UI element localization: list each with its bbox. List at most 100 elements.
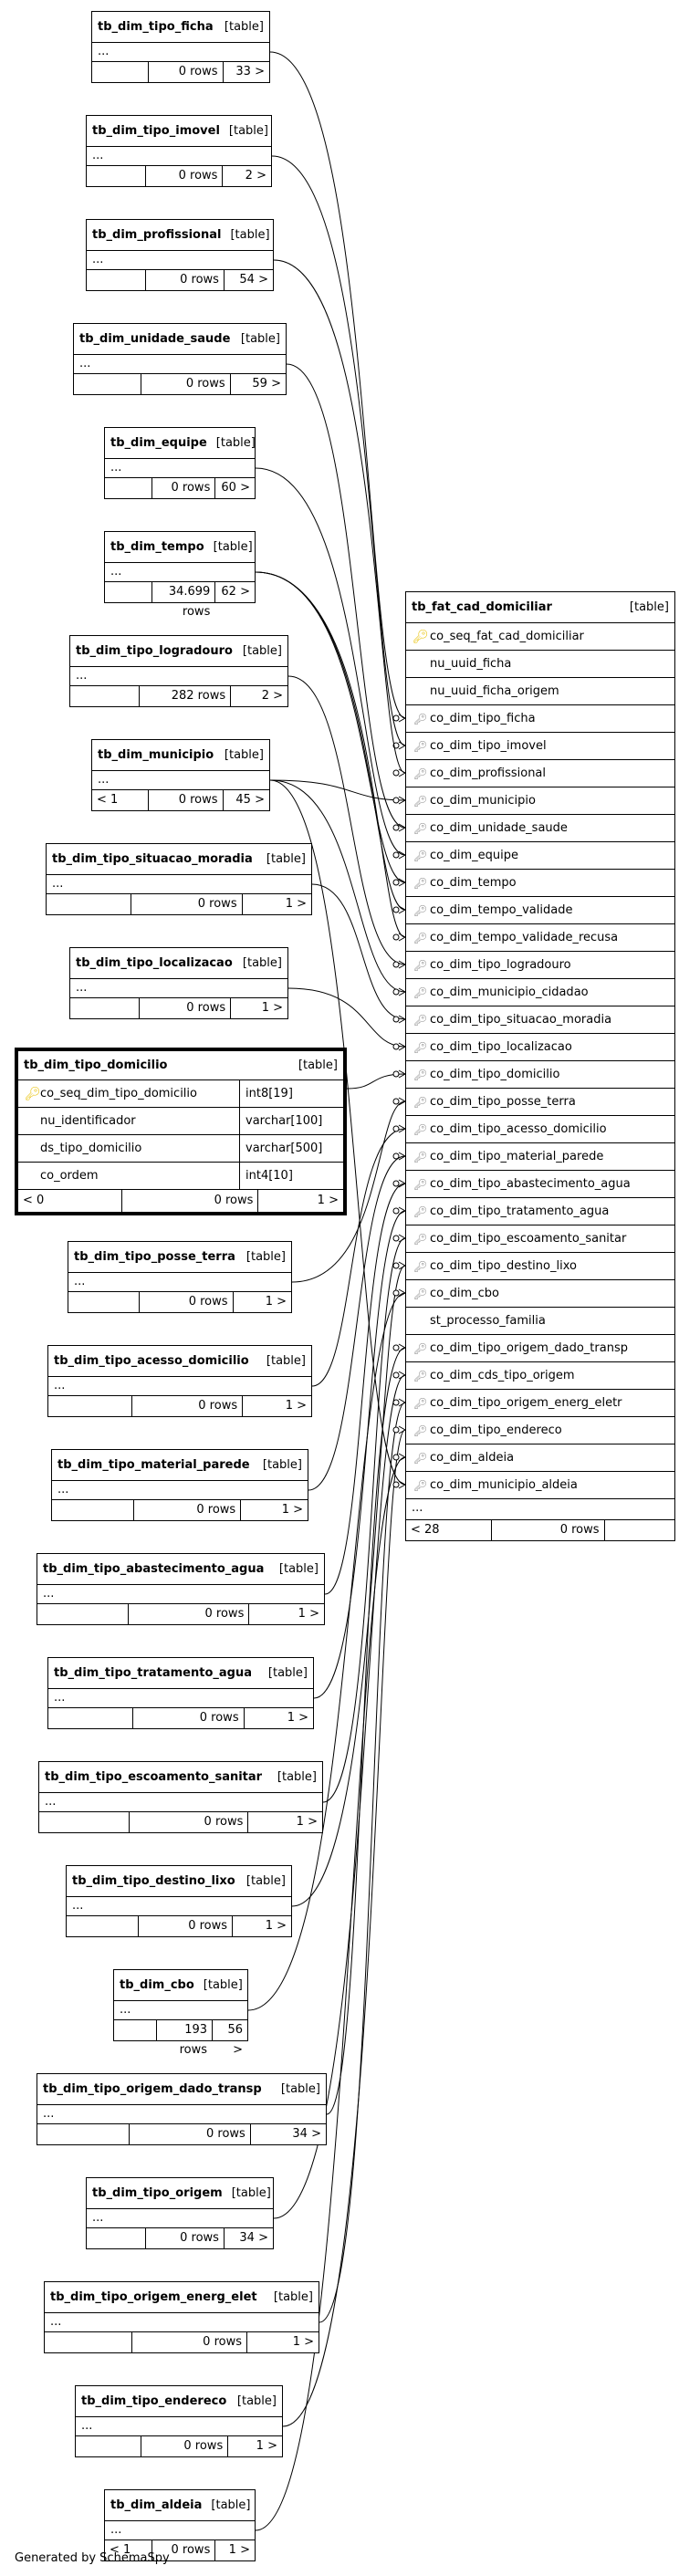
- children-count[interactable]: 1 >: [285, 897, 307, 911]
- children-count[interactable]: 1 >: [228, 2543, 250, 2557]
- table-tb-fat-cad-domiciliar[interactable]: tb_fat_cad_domiciliar [table] 🔑︎co_seq_f…: [405, 591, 675, 1541]
- children-count[interactable]: 1 >: [281, 1503, 303, 1517]
- column-row[interactable]: st_processo_familia: [406, 1308, 674, 1335]
- parents-count[interactable]: < 0: [18, 1190, 122, 1212]
- table-tb-dim-tipo-situacao-moradia[interactable]: tb_dim_tipo_situacao_moradia[table]...0 …: [46, 843, 312, 915]
- parents-count[interactable]: [48, 1396, 133, 1416]
- table-name[interactable]: tb_dim_tipo_situacao_moradia: [52, 852, 253, 866]
- children-count[interactable]: 1 >: [261, 1001, 283, 1015]
- column-row[interactable]: 🔑︎co_dim_tipo_tratamento_agua: [406, 1198, 674, 1225]
- table-name[interactable]: tb_dim_tempo: [110, 540, 204, 554]
- parents-count[interactable]: [67, 1916, 139, 1936]
- table-name[interactable]: tb_dim_municipio: [98, 748, 214, 762]
- table-tb-dim-tipo-acesso-domicilio[interactable]: tb_dim_tipo_acesso_domicilio[table]...0 …: [47, 1345, 312, 1417]
- parents-count[interactable]: [87, 166, 146, 186]
- children-count[interactable]: 1 >: [265, 1295, 287, 1309]
- column-row[interactable]: 🔑︎co_dim_tipo_material_parede: [406, 1143, 674, 1171]
- parents-count[interactable]: [76, 2436, 142, 2456]
- table-name[interactable]: tb_dim_tipo_origem_energ_elet: [50, 2290, 257, 2304]
- column-row[interactable]: 🔑︎co_dim_tipo_destino_lixo: [406, 1253, 674, 1280]
- table-name[interactable]: tb_dim_equipe: [110, 436, 207, 450]
- table-name[interactable]: tb_dim_tipo_logradouro: [76, 644, 233, 658]
- table-tb-dim-tipo-origem-energ-elet[interactable]: tb_dim_tipo_origem_energ_elet[table]...0…: [44, 2281, 319, 2353]
- children-count[interactable]: 34 >: [292, 2127, 321, 2141]
- column-row[interactable]: nu_identificador varchar[100]: [18, 1108, 343, 1135]
- column-row[interactable]: 🔑︎co_dim_tipo_domicilio: [406, 1061, 674, 1089]
- children-count[interactable]: 1 >: [317, 1194, 339, 1207]
- table-tb-dim-tipo-domicilio[interactable]: tb_dim_tipo_domicilio [table] 🔑︎co_seq_d…: [15, 1048, 347, 1215]
- children-count[interactable]: 33 >: [235, 65, 265, 78]
- children-count[interactable]: 1 >: [287, 1711, 308, 1725]
- column-row[interactable]: 🔑︎co_dim_tipo_abastecimento_agua: [406, 1171, 674, 1198]
- table-tb-dim-tipo-abastecimento-agua[interactable]: tb_dim_tipo_abastecimento_agua[table]...…: [37, 1553, 325, 1625]
- table-name[interactable]: tb_dim_tipo_localizacao: [76, 956, 233, 970]
- table-name[interactable]: tb_dim_tipo_origem_dado_transp: [43, 2082, 262, 2096]
- table-name[interactable]: tb_dim_tipo_tratamento_agua: [54, 1666, 252, 1680]
- parents-count[interactable]: < 1: [105, 2540, 153, 2560]
- column-row[interactable]: 🔑︎co_dim_tempo: [406, 870, 674, 897]
- column-row[interactable]: nu_uuid_ficha: [406, 651, 674, 678]
- column-row[interactable]: 🔑︎co_dim_municipio_aldeia: [406, 1472, 674, 1499]
- parents-count[interactable]: [92, 62, 150, 82]
- column-row[interactable]: 🔑︎co_dim_cds_tipo_origem: [406, 1362, 674, 1390]
- parents-count[interactable]: [105, 582, 153, 602]
- children-count[interactable]: 60 >: [221, 481, 250, 495]
- parents-count[interactable]: [52, 1500, 134, 1520]
- children-count[interactable]: 62 >: [221, 585, 250, 599]
- column-row[interactable]: 🔑︎co_dim_aldeia: [406, 1444, 674, 1472]
- table-name[interactable]: tb_dim_tipo_abastecimento_agua: [43, 1562, 265, 1576]
- parents-count[interactable]: [45, 2332, 132, 2352]
- column-row[interactable]: 🔑︎co_dim_tipo_acesso_domicilio: [406, 1116, 674, 1143]
- table-name[interactable]: tb_dim_unidade_saude: [79, 332, 231, 346]
- column-row[interactable]: 🔑︎co_seq_fat_cad_domiciliar: [406, 623, 674, 651]
- parents-count[interactable]: [87, 270, 147, 290]
- table-name[interactable]: tb_dim_tipo_ficha: [98, 20, 214, 34]
- table-name[interactable]: tb_dim_tipo_domicilio: [24, 1059, 168, 1072]
- children-count[interactable]: 56 >: [227, 2023, 243, 2057]
- table-name[interactable]: tb_dim_profissional: [92, 228, 222, 242]
- table-tb-dim-tipo-material-parede[interactable]: tb_dim_tipo_material_parede[table]...0 r…: [51, 1449, 308, 1521]
- table-tb-dim-tipo-logradouro[interactable]: tb_dim_tipo_logradouro[table]...282 rows…: [69, 635, 288, 707]
- parents-count[interactable]: [37, 2124, 131, 2144]
- table-tb-dim-tipo-destino-lixo[interactable]: tb_dim_tipo_destino_lixo[table]...0 rows…: [66, 1865, 292, 1937]
- table-name[interactable]: tb_dim_tipo_endereco: [81, 2394, 227, 2408]
- column-row[interactable]: 🔑︎co_dim_tipo_ficha: [406, 705, 674, 733]
- column-row[interactable]: 🔑︎co_dim_cbo: [406, 1280, 674, 1308]
- column-row[interactable]: 🔑︎co_dim_tipo_localizacao: [406, 1034, 674, 1061]
- column-row[interactable]: 🔑︎co_dim_municipio_cidadao: [406, 979, 674, 1006]
- children-count[interactable]: 45 >: [235, 793, 265, 807]
- table-name[interactable]: tb_dim_tipo_material_parede: [57, 1458, 250, 1472]
- parents-count[interactable]: [48, 1708, 133, 1728]
- column-row[interactable]: 🔑︎co_dim_tipo_escoamento_sanitar: [406, 1225, 674, 1253]
- column-row[interactable]: 🔑︎co_dim_tipo_endereco: [406, 1417, 674, 1444]
- column-row[interactable]: ds_tipo_domicilio varchar[500]: [18, 1135, 343, 1163]
- table-name[interactable]: tb_dim_aldeia: [110, 2498, 203, 2512]
- column-row[interactable]: 🔑︎co_dim_tempo_validade_recusa: [406, 924, 674, 952]
- children-count[interactable]: 54 >: [239, 273, 268, 287]
- table-name[interactable]: tb_dim_cbo: [120, 1978, 194, 1992]
- parents-count[interactable]: [114, 2020, 157, 2040]
- parents-count[interactable]: [47, 894, 131, 914]
- children-count[interactable]: 1 >: [256, 2439, 277, 2453]
- parents-count[interactable]: [70, 998, 141, 1018]
- table-name[interactable]: tb_fat_cad_domiciliar: [412, 600, 552, 614]
- table-tb-dim-tipo-origem-dado-transp[interactable]: tb_dim_tipo_origem_dado_transp[table]...…: [37, 2073, 327, 2145]
- table-tb-dim-tipo-escoamento-sanitar[interactable]: tb_dim_tipo_escoamento_sanitar[table]...…: [38, 1761, 323, 1833]
- parents-count[interactable]: [39, 1812, 131, 1832]
- column-row[interactable]: nu_uuid_ficha_origem: [406, 678, 674, 705]
- column-row[interactable]: 🔑︎co_dim_equipe: [406, 842, 674, 870]
- table-name[interactable]: tb_dim_tipo_origem: [92, 2186, 223, 2200]
- column-row[interactable]: 🔑︎co_dim_municipio: [406, 787, 674, 815]
- column-row[interactable]: 🔑︎co_dim_tipo_situacao_moradia: [406, 1006, 674, 1034]
- table-name[interactable]: tb_dim_tipo_acesso_domicilio: [54, 1354, 249, 1368]
